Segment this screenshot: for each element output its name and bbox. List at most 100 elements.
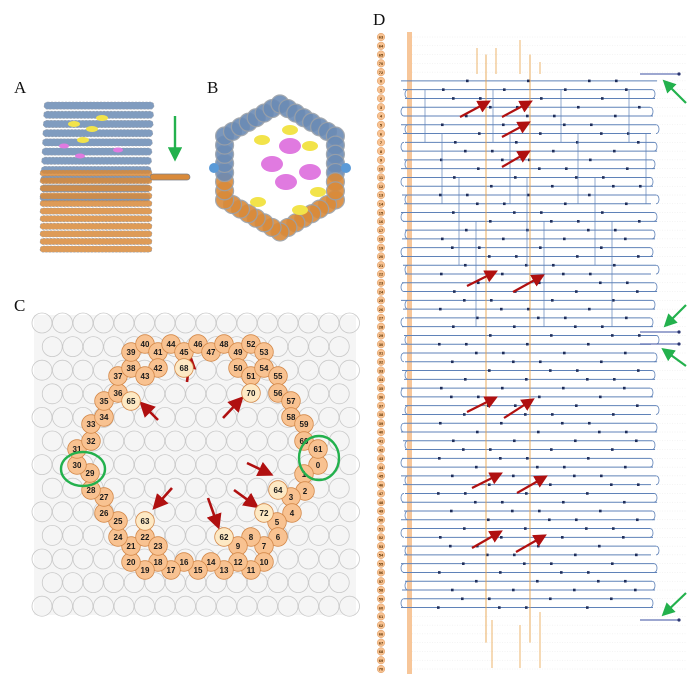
helix-number: 49 xyxy=(234,348,243,357)
lattice-cell xyxy=(31,359,53,381)
helix-number: 52 xyxy=(247,340,256,349)
strand-end xyxy=(477,395,480,399)
strand-end xyxy=(451,474,454,478)
strand-end xyxy=(562,272,565,276)
lattice-cell xyxy=(175,501,196,523)
lattice-cell xyxy=(246,430,268,452)
helix-circle xyxy=(121,391,141,411)
strand-end xyxy=(501,386,504,390)
red-arrow xyxy=(471,472,503,489)
strand-end xyxy=(476,430,479,434)
yellow-protein xyxy=(68,121,80,127)
strand-end xyxy=(576,141,579,144)
strand-end xyxy=(624,465,627,469)
lattice-cell xyxy=(144,572,166,593)
helix-number: 0 xyxy=(316,461,321,470)
row-label-text: 15 xyxy=(379,210,384,215)
orange-helix-bundle xyxy=(39,169,153,177)
cadnano-strand-diagram xyxy=(400,32,686,674)
row-label-text: 2 xyxy=(380,96,383,101)
row-label-circle xyxy=(377,305,386,314)
row-label-circle xyxy=(377,454,386,463)
strand-end xyxy=(599,509,602,513)
row-label-circle xyxy=(377,392,386,401)
lattice-cell xyxy=(52,548,73,570)
row-label-circle xyxy=(377,542,386,551)
row-label-text: 1 xyxy=(380,87,383,92)
row-label-circle xyxy=(377,313,386,322)
strand-end xyxy=(474,500,477,504)
strand-end xyxy=(502,351,505,355)
row-label-16: 16 xyxy=(377,217,386,226)
strand-end xyxy=(478,246,481,249)
strand-end xyxy=(636,518,639,522)
lattice-cell xyxy=(318,312,340,334)
strand-end xyxy=(477,281,480,285)
strand-end xyxy=(451,360,454,364)
lattice-cell xyxy=(195,595,217,617)
row-label-text: 65 xyxy=(379,52,384,57)
lattice-cell xyxy=(339,359,360,381)
panel-label-d: D xyxy=(373,10,386,29)
helix-number: 4 xyxy=(290,509,295,518)
strand-end xyxy=(536,579,539,583)
row-label-text: 43 xyxy=(379,456,384,461)
row-label-circle xyxy=(377,594,386,603)
helix-number: 47 xyxy=(207,348,216,357)
strand-end xyxy=(439,536,442,539)
row-label-circle xyxy=(377,278,386,287)
row-label-text: 66 xyxy=(379,632,384,637)
row-label-text: 53 xyxy=(379,544,384,549)
lattice-cell xyxy=(308,336,330,358)
strand-end xyxy=(599,281,602,285)
row-label-circle xyxy=(377,296,386,305)
helix-28: 28 xyxy=(81,480,101,500)
helix-62: 62 xyxy=(214,527,234,547)
strand-end xyxy=(439,307,442,311)
lattice-cell xyxy=(72,501,94,523)
row-label-40: 40 xyxy=(377,428,386,437)
row-label-text: 21 xyxy=(379,263,384,268)
strand-end xyxy=(501,500,504,504)
green-arrow xyxy=(662,79,687,104)
row-label-circle xyxy=(377,665,386,674)
lattice-cell xyxy=(113,312,135,334)
strand-end xyxy=(573,588,576,592)
orange-helix-bundle xyxy=(39,245,153,253)
row-label-circle xyxy=(377,629,386,638)
row-label-4: 4 xyxy=(377,111,386,120)
strand-end xyxy=(625,88,628,91)
row-label-68: 68 xyxy=(377,647,386,656)
red-arrow xyxy=(516,475,548,494)
lattice-cell xyxy=(154,312,176,334)
lattice-cell xyxy=(308,525,330,546)
helix-number: 11 xyxy=(247,566,256,575)
row-label-circle xyxy=(377,234,386,243)
row-label-text: 4 xyxy=(380,114,383,119)
strand-end xyxy=(488,255,491,258)
helix-number: 39 xyxy=(127,348,136,357)
row-label-48: 48 xyxy=(377,498,386,507)
helix-number: 56 xyxy=(274,389,283,398)
row-label-text: 19 xyxy=(379,245,384,250)
magenta-protein xyxy=(59,143,69,149)
strand-end xyxy=(503,202,506,206)
helix-number: 18 xyxy=(154,558,163,567)
helix-number: 63 xyxy=(141,517,150,526)
row-label-circle xyxy=(377,199,386,208)
strand-end xyxy=(523,562,526,565)
strand-end xyxy=(512,360,515,364)
strand-end xyxy=(610,597,613,601)
lattice-cell xyxy=(62,525,84,546)
red-arrow xyxy=(515,534,547,553)
row-label-circle xyxy=(377,507,386,516)
row-label-circle xyxy=(377,515,386,524)
lattice-cell xyxy=(113,454,135,476)
strand-end xyxy=(462,562,465,565)
strand-end xyxy=(451,246,454,249)
strand-end xyxy=(461,597,464,601)
strand-end xyxy=(452,211,455,214)
row-label-text: 67 xyxy=(379,640,384,645)
strand-end xyxy=(490,299,493,302)
row-label-text: 69 xyxy=(379,658,384,663)
